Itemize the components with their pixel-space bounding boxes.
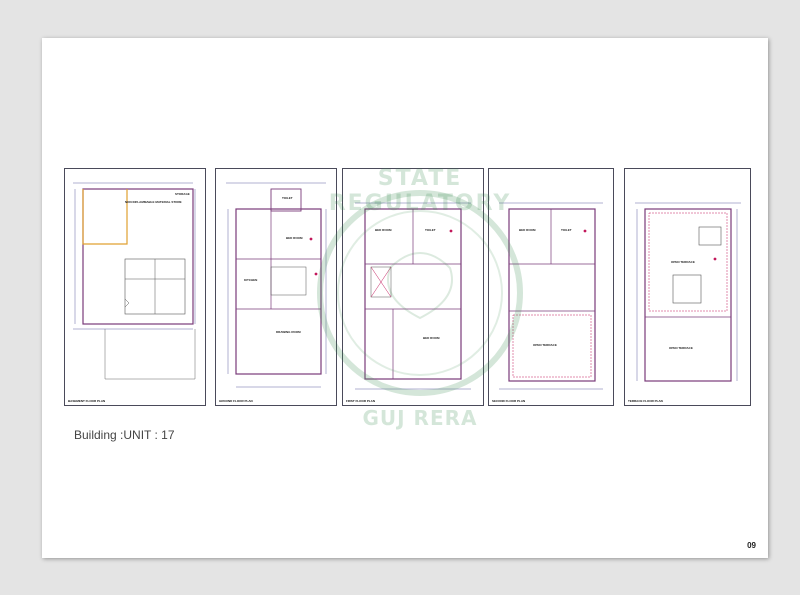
ground-plan-drawing xyxy=(226,182,327,388)
plan-title: BASEMENT FLOOR PLAN xyxy=(68,399,106,403)
room-label: BED ROOM xyxy=(375,228,392,232)
room-label: OPEN TERRACE xyxy=(669,346,693,350)
plan-title: TERRACE FLOOR PLAN xyxy=(628,399,663,403)
plan-sheet-second: BED ROOM TOILET OPEN TERRACE SECOND FLOO… xyxy=(488,168,614,406)
plan-title: SECOND FLOOR PLAN xyxy=(492,399,526,403)
plan-sheet-basement: NON INFLAMMABLE MATERIAL STORE STORAGE B… xyxy=(64,168,206,406)
room-label: OPEN TERRACE xyxy=(671,260,695,264)
plan-title: FIRST FLOOR PLAN xyxy=(346,399,375,403)
plan-title: GROUND FLOOR PLAN xyxy=(219,399,253,403)
plan-sheet-terrace: OPEN TERRACE OPEN TERRACE TERRACE FLOOR … xyxy=(624,168,751,406)
room-label: BED ROOM xyxy=(423,336,440,340)
basement-plan-drawing xyxy=(73,182,196,380)
plan-sheet-ground: BED ROOM TOILET KITCHEN DRAWING ROOM GRO… xyxy=(215,168,337,406)
second-plan-drawing xyxy=(499,202,603,390)
room-label: STORAGE xyxy=(175,192,190,196)
room-label: OPEN TERRACE xyxy=(533,343,557,347)
room-label: BED ROOM xyxy=(519,228,536,232)
room-label: TOILET xyxy=(425,228,436,232)
room-label: NON INFLAMMABLE MATERIAL STORE xyxy=(125,200,182,204)
watermark-bottom-text: GUJ RERA xyxy=(362,406,478,430)
document-page: NON INFLAMMABLE MATERIAL STORE STORAGE B… xyxy=(42,38,768,558)
room-label: KITCHEN xyxy=(244,278,258,282)
room-label: TOILET xyxy=(561,228,572,232)
first-plan-drawing xyxy=(355,202,471,390)
terrace-plan-drawing xyxy=(635,202,741,382)
room-label: DRAWING ROOM xyxy=(276,330,301,334)
room-label: BED ROOM xyxy=(286,236,303,240)
building-caption: Building :UNIT : 17 xyxy=(74,428,175,442)
room-label: TOILET xyxy=(282,196,293,200)
page-number: 09 xyxy=(747,541,756,550)
plan-sheet-first: BED ROOM TOILET BED ROOM FIRST FLOOR PLA… xyxy=(342,168,484,406)
